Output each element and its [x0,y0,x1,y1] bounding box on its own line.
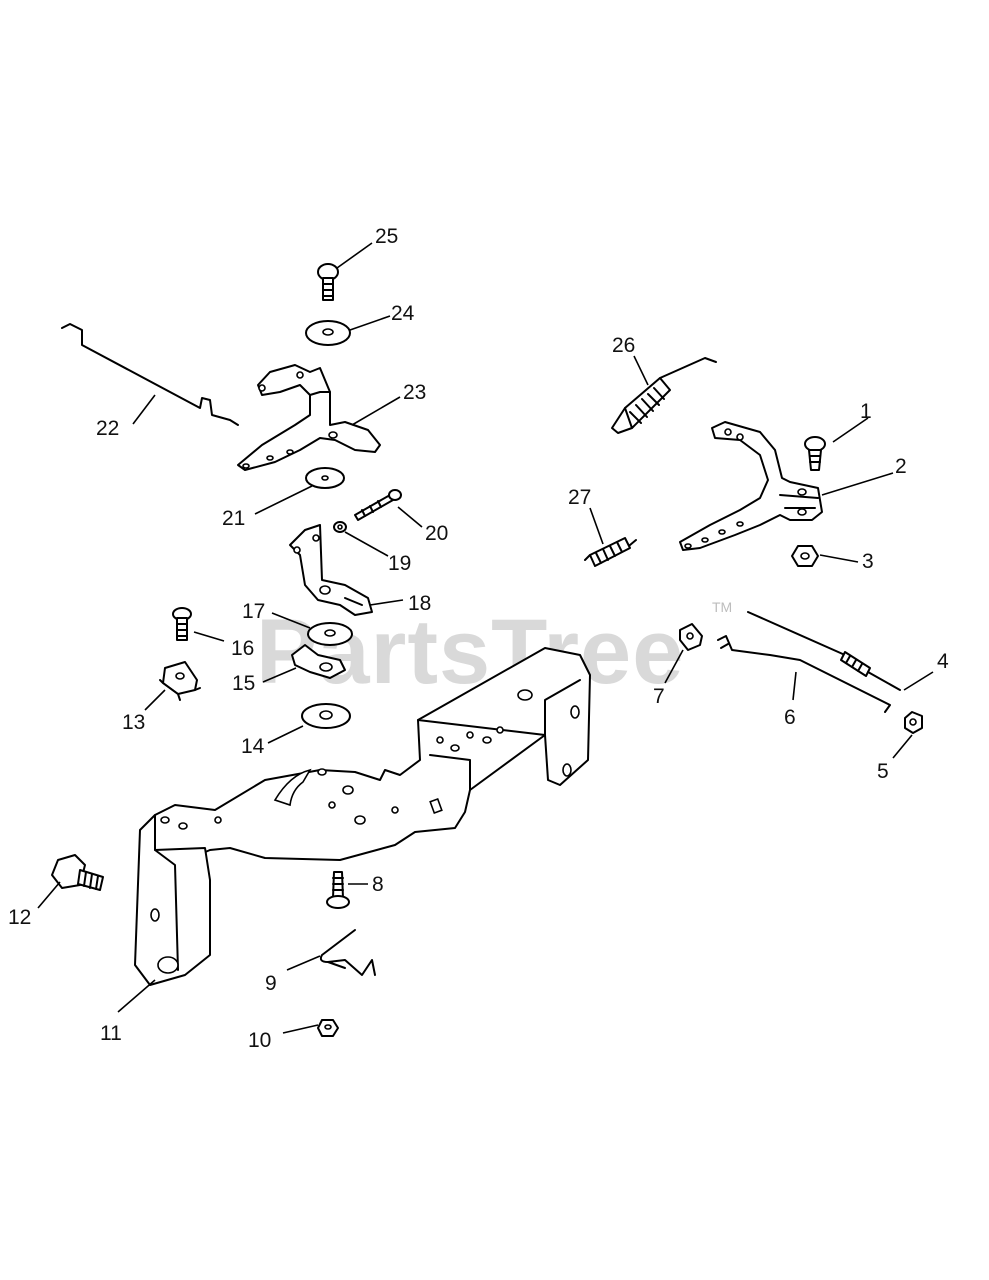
part-6-rod [717,635,891,713]
part-7-clip [679,623,703,651]
part-10-nut [317,1019,339,1037]
watermark-text: PartsTree [256,601,684,703]
watermark-trademark: TM [712,599,732,615]
part-22-governor-rod [61,323,239,426]
part-3-nut [791,545,819,567]
callout-2: 2 [895,455,907,478]
callout-10: 10 [248,1029,271,1052]
part-8-screw [326,871,350,909]
part-17-washer [307,622,353,646]
callout-5: 5 [877,760,889,783]
callout-3: 3 [862,550,874,573]
part-9-spring-clip [319,929,376,976]
part-2-control-lever [679,421,823,551]
part-14-washer [301,703,351,729]
part-16-screw [172,607,192,641]
callout-4: 4 [937,650,949,673]
callout-12: 12 [8,906,31,929]
callout-1: 1 [860,400,872,423]
part-1-screw [804,436,826,471]
part-21-washer [305,467,345,489]
callout-19: 19 [388,552,411,575]
callout-13: 13 [122,711,145,734]
part-13-clip-nut [159,661,201,701]
callout-21: 21 [222,507,245,530]
callout-23: 23 [403,381,426,404]
callout-25: 25 [375,225,398,248]
callout-20: 20 [425,522,448,545]
part-15-lever-plate [291,644,346,679]
callout-27: 27 [568,486,591,509]
part-19-nut [333,521,347,533]
callout-labels: 1 2 3 4 5 6 7 8 9 10 11 12 13 14 15 16 1… [8,225,949,1052]
callout-6: 6 [784,706,796,729]
part-18-throttle-lever [289,524,373,616]
callout-11: 11 [100,1022,122,1045]
part-26-spring [611,357,717,434]
callout-7: 7 [653,685,665,708]
callout-14: 14 [241,735,265,758]
callout-22: 22 [96,417,119,440]
callout-9: 9 [265,972,277,995]
part-27-spring [584,537,637,567]
callout-24: 24 [391,302,415,325]
part-25-screw [317,263,339,301]
callout-26: 26 [612,334,635,357]
leader-lines [37,242,934,1034]
callout-8: 8 [372,873,384,896]
part-4-cable [747,611,901,691]
part-20-bolt [354,489,402,521]
part-23-control-bracket [237,364,381,471]
part-24-washer [305,320,351,346]
part-5-nut [904,711,923,734]
callout-15: 15 [232,672,255,695]
callout-18: 18 [408,592,431,615]
part-11-control-bracket [134,647,591,986]
part-12-bolt [51,854,104,891]
callout-17: 17 [242,600,265,623]
callout-16: 16 [231,637,254,660]
